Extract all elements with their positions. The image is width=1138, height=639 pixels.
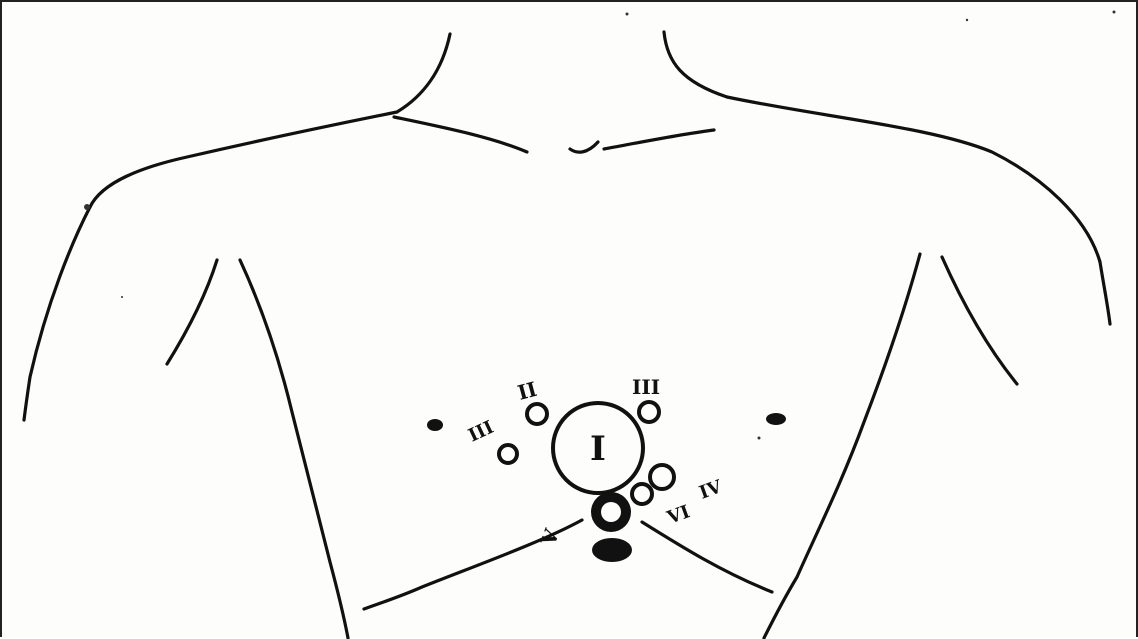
right-shoulder-line (727, 97, 1100, 262)
ink-blob-right (766, 413, 786, 425)
mark-label-lower-right-1: IV (697, 476, 726, 504)
right-arm-outer (1100, 262, 1110, 324)
speck (758, 437, 761, 440)
mark-circle (527, 404, 547, 424)
left-shoulder-line (90, 112, 397, 207)
right-costal-margin (642, 522, 772, 592)
speck (84, 204, 90, 210)
ink-blob-left (427, 419, 443, 431)
mark-circle (632, 484, 652, 504)
speck (1113, 11, 1116, 14)
dark-circle-center (601, 502, 621, 522)
sternal-notch (570, 142, 598, 152)
mark-label-lower-right-2: VI (664, 501, 693, 529)
speck (121, 296, 123, 298)
right-clavicle (604, 130, 714, 149)
neck-left-line (397, 34, 450, 112)
right-inner-arm (942, 257, 1017, 384)
speck (626, 13, 629, 16)
speck (966, 19, 968, 21)
neck-right-line (664, 32, 727, 97)
ink-spot (592, 538, 632, 562)
left-torso-side (240, 260, 348, 638)
left-inner-arm (167, 260, 217, 364)
mark-label-lower-left: V (536, 525, 564, 549)
central-label: I (590, 429, 606, 469)
mark-label-left: III (465, 417, 497, 447)
mark-label-upper-right: III (632, 375, 660, 399)
left-clavicle (394, 117, 527, 152)
right-torso-side (764, 254, 920, 638)
mark-circle (650, 465, 674, 489)
mark-label-upper-left: II (515, 377, 539, 405)
mark-circle (639, 402, 659, 422)
mark-circle (499, 445, 517, 463)
left-arm-outer (24, 207, 90, 420)
